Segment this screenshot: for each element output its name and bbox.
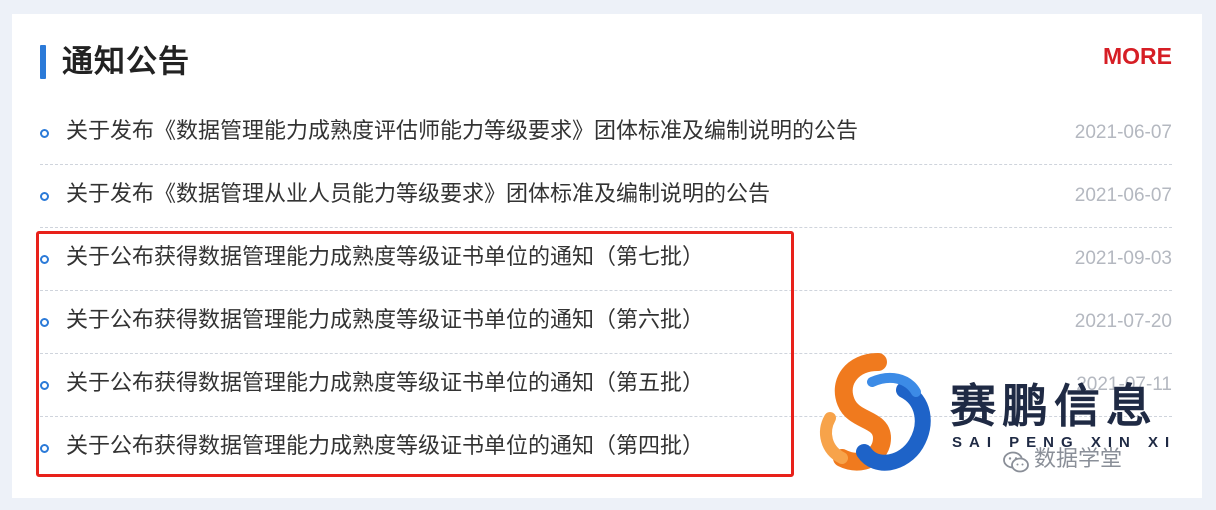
panel-title: 通知公告 — [62, 44, 190, 80]
notice-date: 2021-06-07 — [1074, 185, 1172, 206]
panel-header: 通知公告 MORE — [40, 42, 1172, 86]
bullet-circle-icon — [40, 255, 49, 264]
title-accent-bar — [40, 45, 46, 79]
bullet-circle-icon — [40, 444, 49, 453]
notice-row[interactable]: 关于公布获得数据管理能力成熟度等级证书单位的通知（第六批） 2021-07-20 — [40, 291, 1172, 354]
notice-row[interactable]: 关于公布获得数据管理能力成熟度等级证书单位的通知（第五批） 2021-07-11 — [40, 354, 1172, 417]
notice-row[interactable]: 关于公布获得数据管理能力成熟度等级证书单位的通知（第四批） — [40, 417, 1172, 479]
notice-row[interactable]: 关于发布《数据管理从业人员能力等级要求》团体标准及编制说明的公告 2021-06… — [40, 165, 1172, 228]
notice-date: 2021-06-07 — [1074, 122, 1172, 143]
notice-title-link[interactable]: 关于发布《数据管理能力成熟度评估师能力等级要求》团体标准及编制说明的公告 — [66, 119, 859, 144]
bullet-circle-icon — [40, 129, 49, 138]
bullet-circle-icon — [40, 318, 49, 327]
notice-title-link[interactable]: 关于发布《数据管理从业人员能力等级要求》团体标准及编制说明的公告 — [66, 182, 771, 207]
notice-title-link[interactable]: 关于公布获得数据管理能力成熟度等级证书单位的通知（第六批） — [66, 308, 705, 333]
notice-title-link[interactable]: 关于公布获得数据管理能力成熟度等级证书单位的通知（第四批） — [66, 434, 705, 459]
notice-title-link[interactable]: 关于公布获得数据管理能力成熟度等级证书单位的通知（第五批） — [66, 371, 705, 396]
notice-panel: 通知公告 MORE 关于发布《数据管理能力成熟度评估师能力等级要求》团体标准及编… — [12, 14, 1202, 498]
notice-list: 关于发布《数据管理能力成熟度评估师能力等级要求》团体标准及编制说明的公告 202… — [40, 102, 1172, 479]
notice-row[interactable]: 关于公布获得数据管理能力成熟度等级证书单位的通知（第七批） 2021-09-03 — [40, 228, 1172, 291]
bullet-circle-icon — [40, 381, 49, 390]
notice-date: 2021-09-03 — [1074, 248, 1172, 269]
notice-date: 2021-07-20 — [1074, 311, 1172, 332]
bullet-circle-icon — [40, 192, 49, 201]
more-link[interactable]: MORE — [1103, 43, 1172, 69]
notice-title-link[interactable]: 关于公布获得数据管理能力成熟度等级证书单位的通知（第七批） — [66, 245, 705, 270]
notice-row[interactable]: 关于发布《数据管理能力成熟度评估师能力等级要求》团体标准及编制说明的公告 202… — [40, 102, 1172, 165]
notice-date: 2021-07-11 — [1076, 374, 1172, 395]
